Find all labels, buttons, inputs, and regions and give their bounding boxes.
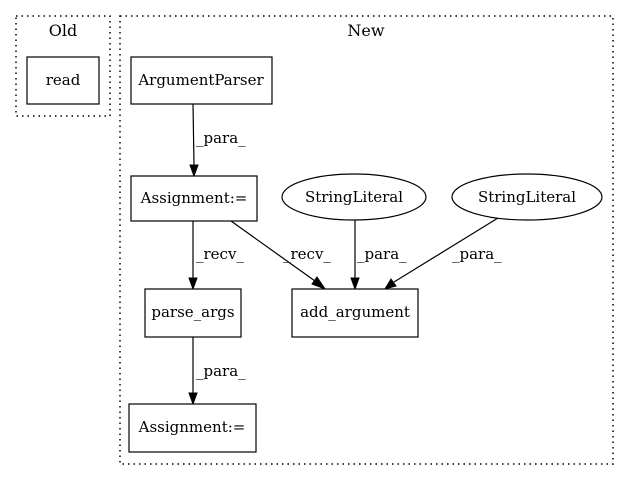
- edge-assignment-to-add-argument-arrow: [311, 276, 327, 291]
- edge-string1-to-add-argument-label: _para_: [357, 245, 407, 263]
- edge-string1-to-add-argument: _para_: [350, 220, 407, 291]
- edge-assignment-to-add-argument-line: [230, 220, 316, 282]
- cluster-new-title: New: [347, 21, 384, 40]
- edge-argparser-to-assignment: _para_: [189, 103, 246, 178]
- cluster-old-title: Old: [49, 21, 77, 40]
- node-read[interactable]: read: [26, 56, 100, 105]
- node-assignment-1-label: Assignment:=: [140, 189, 248, 207]
- node-string-literal-2-ellipse[interactable]: [451, 173, 603, 221]
- node-string-literal-1-label: StringLiteral: [305, 188, 403, 206]
- cluster-old: Old: [15, 15, 111, 117]
- edge-string2-to-add-argument-arrow: [383, 278, 397, 290]
- node-assignment-2[interactable]: Assignment:=: [128, 403, 257, 453]
- edge-parse-args-to-assignment-arrow: [188, 392, 198, 406]
- edge-parse-args-to-assignment-label: _para_: [196, 362, 246, 380]
- node-argument-parser-box[interactable]: [130, 56, 273, 105]
- node-parse-args[interactable]: parse_args: [144, 288, 242, 338]
- node-string-literal-2-label: StringLiteral: [478, 188, 576, 206]
- edge-assignment-to-add-argument: _recv_: [230, 220, 331, 291]
- edge-string2-to-add-argument: _para_: [383, 217, 502, 290]
- node-add-argument-box[interactable]: [291, 288, 419, 338]
- node-parse-args-box[interactable]: [144, 288, 242, 338]
- edge-assignment-to-parse-args-arrow: [188, 277, 198, 291]
- node-assignment-2-label: Assignment:=: [138, 418, 246, 436]
- edge-string2-to-add-argument-line: [393, 217, 499, 283]
- node-assignment-1-box[interactable]: [130, 175, 258, 222]
- nodes: read ArgumentParser Assignment:= StringL…: [26, 56, 603, 453]
- edge-argparser-to-assignment-line: [192, 103, 195, 166]
- edge-argparser-to-assignment-label: _para_: [196, 129, 246, 147]
- cluster-old-border: [15, 15, 111, 117]
- node-string-literal-2[interactable]: StringLiteral: [451, 173, 603, 221]
- node-read-box[interactable]: [26, 56, 100, 105]
- node-add-argument[interactable]: add_argument: [291, 288, 419, 338]
- edge-parse-args-to-assignment: _para_: [188, 337, 246, 406]
- edge-string1-to-add-argument-arrow: [350, 277, 360, 291]
- node-string-literal-1[interactable]: StringLiteral: [281, 173, 427, 221]
- edge-assignment-to-parse-args: _recv_: [188, 221, 244, 291]
- edge-assignment-to-add-argument-label: _recv_: [283, 245, 331, 263]
- node-parse-args-label: parse_args: [151, 303, 234, 321]
- node-argument-parser-label: ArgumentParser: [137, 71, 264, 89]
- edge-string2-to-add-argument-label: _para_: [452, 245, 502, 263]
- node-add-argument-label: add_argument: [300, 303, 410, 321]
- edge-assignment-to-parse-args-label: _recv_: [196, 245, 244, 263]
- node-argument-parser[interactable]: ArgumentParser: [130, 56, 273, 105]
- edge-argparser-to-assignment-arrow: [189, 164, 199, 178]
- cluster-new: New: [119, 15, 614, 465]
- node-string-literal-1-ellipse[interactable]: [281, 173, 427, 221]
- edges: _para_ _recv_ _recv_ _para_ _para_: [188, 103, 502, 406]
- node-read-label: read: [46, 71, 81, 89]
- node-assignment-2-box[interactable]: [128, 403, 257, 453]
- node-assignment-1[interactable]: Assignment:=: [130, 175, 258, 222]
